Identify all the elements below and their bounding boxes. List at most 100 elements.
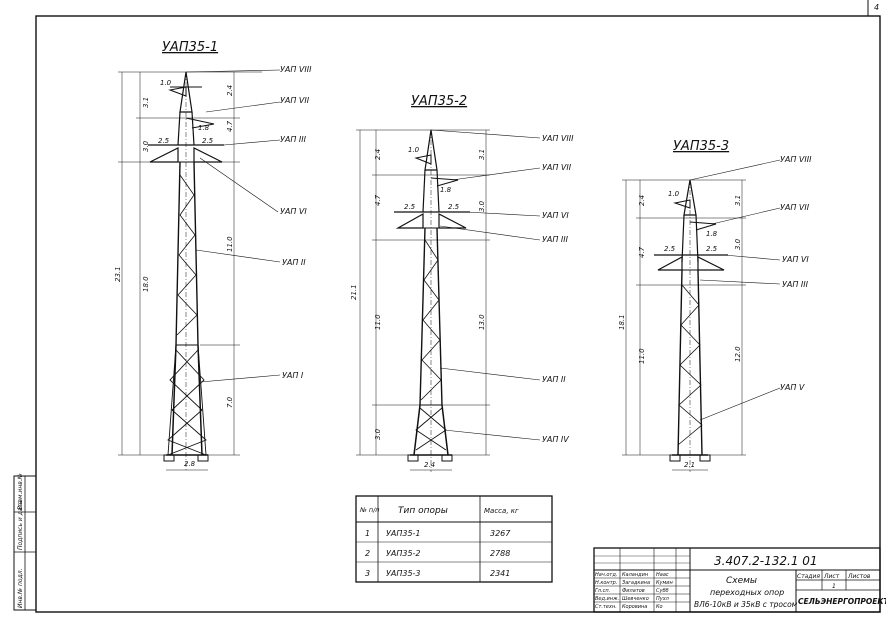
table-row2-type: УАП35-2 xyxy=(386,549,421,558)
tower1-vdim-4: 23.1 xyxy=(114,266,122,282)
doc-title-line3: ВЛ6-10кВ и 35кВ с тросом xyxy=(694,600,798,609)
stamp-r2-role: Н.контр. xyxy=(595,580,617,586)
table-row1-type: УАП35-1 xyxy=(386,529,421,538)
tower-uap35-3 xyxy=(622,159,781,472)
side-stamp-vzam: Взам.инв.№ xyxy=(17,473,24,510)
tower1-label-ii: УАП II xyxy=(282,258,306,267)
tower-uap35-1 xyxy=(118,69,281,471)
label-list: Лист xyxy=(823,573,840,580)
tower3-vdim-5: 3.1 xyxy=(734,195,742,206)
tower2-vdim-8: 13.0 xyxy=(478,314,486,330)
tower1-vdim-2: 3.0 xyxy=(142,140,150,152)
table-row1-mass: 3267 xyxy=(490,529,511,538)
table-header-mass: Масса, кг xyxy=(484,507,519,515)
tower1-dim-cross: 1.8 xyxy=(198,124,210,132)
stamp-r4-role: Вед.инж. xyxy=(595,596,619,602)
tower3-label-vi: УАП VI xyxy=(782,255,809,264)
tower1-label-i: УАП I xyxy=(282,371,304,380)
tower1-title: УАП35-1 xyxy=(162,40,218,55)
stamp-r1-sign: Наас xyxy=(656,572,669,578)
tower1-dim-arm-left: 2.5 xyxy=(158,137,170,145)
stamp-r3-name: Филатов xyxy=(622,588,645,594)
tower3-vdim-4: 18.1 xyxy=(618,314,626,330)
tower2-label-iii: УАП III xyxy=(542,235,569,244)
tower1-vdim-6: 7.0 xyxy=(226,396,234,408)
tower1-dim-arm-right: 2.5 xyxy=(202,137,214,145)
tower1-vdim-1: 3.1 xyxy=(142,97,150,108)
label-stadia: Стадия xyxy=(797,573,820,580)
tower3-label-viii: УАП VIII xyxy=(780,155,812,164)
doc-title-line1: Схемы xyxy=(726,576,757,586)
tower2-label-iv: УАП IV xyxy=(542,435,569,444)
table-row2-mass: 2788 xyxy=(490,549,510,558)
tower2-dim-cross: 1.8 xyxy=(440,186,452,194)
tower2-vdim-6: 3.1 xyxy=(478,149,486,160)
tower1-vdim-8: 4.7 xyxy=(226,120,234,132)
doc-code: 3.407.2-132.1 01 xyxy=(714,554,818,568)
tower2-dim-arm-right: 2.5 xyxy=(448,203,460,211)
stamp-r2-name: Загадкина xyxy=(622,580,650,586)
tower1-vdim-5: 11.0 xyxy=(226,236,234,252)
tower3-vdim-3: 11.0 xyxy=(638,348,646,364)
tower2-dim-base: 2.4 xyxy=(424,461,435,469)
title-block xyxy=(593,547,881,613)
tower-uap35-2 xyxy=(356,129,541,472)
stamp-r2-sign: Кумин xyxy=(656,580,674,586)
tower2-vdim-3: 11.0 xyxy=(374,314,382,330)
stamp-r5-role: Ст.техн. xyxy=(595,604,617,610)
value-list: 1 xyxy=(832,583,836,590)
tower3-dim-cross: 1.8 xyxy=(706,230,718,238)
tower3-vdim-1: 2.4 xyxy=(638,195,646,206)
tower2-label-viii: УАП VIII xyxy=(542,134,574,143)
stamp-r5-name: Коровина xyxy=(622,604,647,610)
tower3-vdim-7: 12.0 xyxy=(734,346,742,362)
tower3-vdim-2: 4.7 xyxy=(638,246,646,258)
table-row2-num: 2 xyxy=(365,549,370,558)
tower2-label-vi: УАП VI xyxy=(542,211,569,220)
org-name: СЕЛЬЭНЕРГОПРОЕКТ xyxy=(798,597,886,606)
stamp-r3-sign: Субб xyxy=(656,588,669,594)
label-listov: Листов xyxy=(847,573,871,580)
side-stamp-inv: Инв.№ подл. xyxy=(17,568,24,608)
page-number: 4 xyxy=(874,3,879,12)
table-header-type: Тип опоры xyxy=(398,506,448,516)
tower3-vdim-6: 3.0 xyxy=(734,238,742,250)
tower3-dim-arm-left: 2.5 xyxy=(664,245,676,253)
stamp-r3-role: Гл.сп. xyxy=(595,588,610,594)
table-row3-type: УАП35-3 xyxy=(386,569,421,578)
tower2-dim-top: 1.0 xyxy=(408,146,420,154)
tower2-label-vii: УАП VII xyxy=(542,163,572,172)
tower1-dim-top: 1.0 xyxy=(160,79,172,87)
mass-table xyxy=(355,495,553,583)
table-header-num: № п/п xyxy=(359,506,380,514)
side-stamp: Инв.№ подл. Подпись и дата Взам.инв.№ xyxy=(13,473,37,611)
tower1-dim-base: 2.8 xyxy=(184,460,196,468)
tower1-vdim-7: 2.4 xyxy=(226,85,234,96)
table-row1-num: 1 xyxy=(365,529,370,538)
stamp-rows: Нач.отд. Каландин Наас Н.контр. Загадкин… xyxy=(595,572,674,610)
stamp-r5-sign: Ко xyxy=(656,604,663,610)
tower1-label-iii: УАП III xyxy=(280,135,307,144)
tower1-label-viii: УАП VIII xyxy=(280,65,312,74)
table-row3-num: 3 xyxy=(365,569,370,578)
tower2-dim-arm-left: 2.5 xyxy=(404,203,416,211)
tower3-dim-arm-right: 2.5 xyxy=(706,245,718,253)
table-row3-mass: 2341 xyxy=(490,569,510,578)
stamp-r1-name: Каландин xyxy=(622,572,649,578)
tower3-dim-base: 2.1 xyxy=(684,461,695,469)
stamp-r4-name: Шевченко xyxy=(622,596,649,602)
tower2-label-ii: УАП II xyxy=(542,375,566,384)
tower2-vdim-4: 21.1 xyxy=(350,284,358,300)
stamp-r1-role: Нач.отд. xyxy=(595,572,617,578)
tower3-label-iii: УАП III xyxy=(782,280,809,289)
tower3-label-v: УАП V xyxy=(780,383,805,392)
tower1-label-vi: УАП VI xyxy=(280,207,307,216)
tower3-dim-top: 1.0 xyxy=(668,190,680,198)
tower2-vdim-1: 2.4 xyxy=(374,149,382,160)
sheet-frame xyxy=(35,15,881,613)
tower2-vdim-5: 3.0 xyxy=(374,428,382,440)
tower2-vdim-2: 4.7 xyxy=(374,194,382,206)
doc-title-line2: переходных опор xyxy=(710,588,784,597)
stamp-r4-sign: Пухл xyxy=(656,596,670,602)
